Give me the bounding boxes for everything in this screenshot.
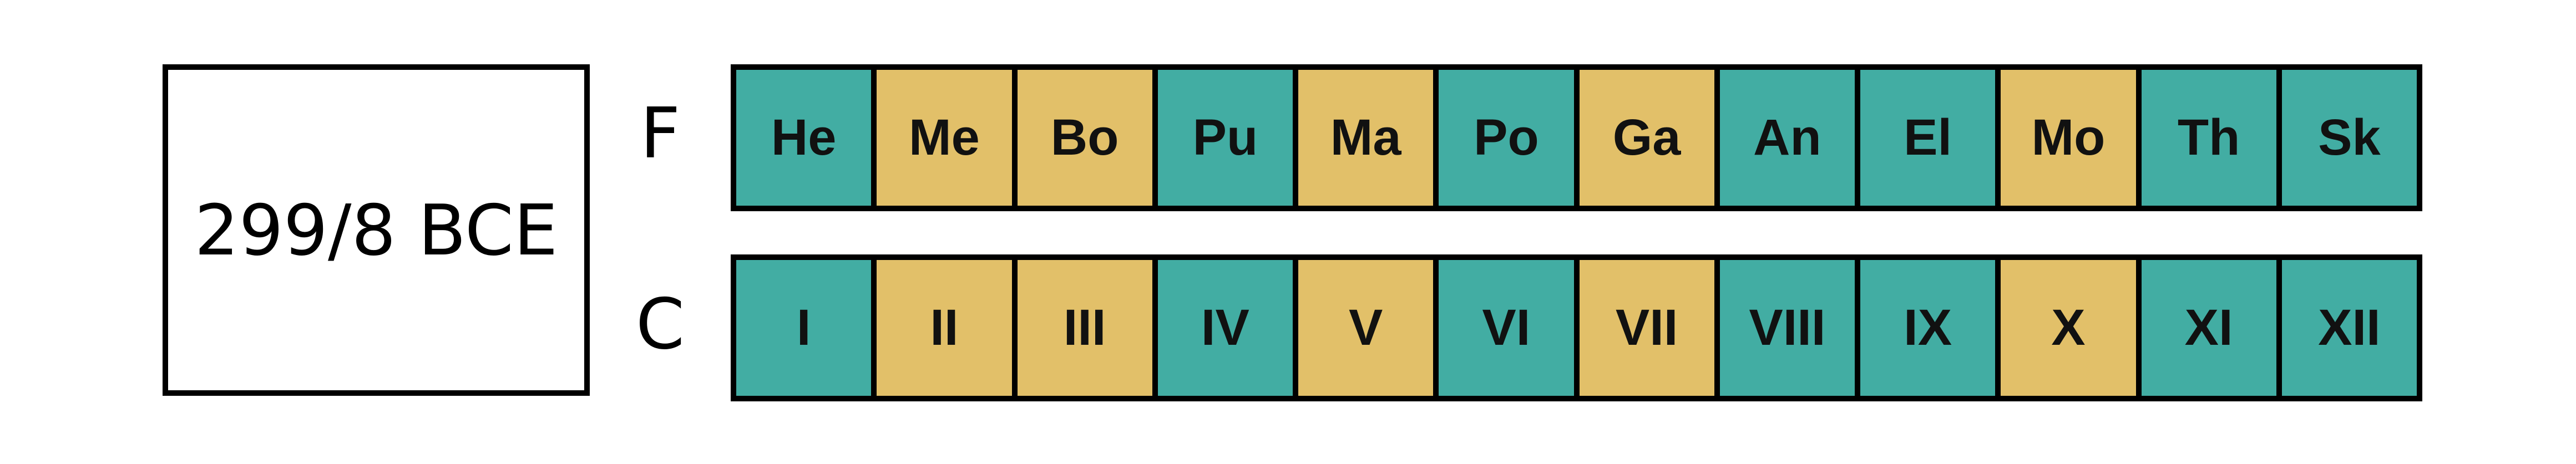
month-cell: I [736,254,877,401]
year-box: 299/8 BCE [163,64,590,396]
month-cell: VII [1579,254,1720,401]
month-cell: Pu [1157,64,1298,211]
month-cell: IX [1860,254,2001,401]
month-cell: An [1719,64,1860,211]
month-cell: XI [2141,254,2282,401]
month-cell: V [1298,254,1439,401]
month-cell: Ma [1298,64,1439,211]
year-label: 299/8 BCE [194,189,558,271]
row-label-c: C [636,283,685,365]
month-cell: Bo [1017,64,1158,211]
month-cell: X [2001,254,2142,401]
month-cell: VIII [1719,254,1860,401]
month-cell: Po [1439,64,1580,211]
month-cell: Mo [2001,64,2142,211]
month-cell: II [877,254,1018,401]
month-cell: Th [2141,64,2282,211]
month-cell: Me [877,64,1018,211]
month-cell: IV [1157,254,1298,401]
row-label-f: F [640,93,681,174]
month-cell: He [736,64,877,211]
month-cell: El [1860,64,2001,211]
month-cell: Ga [1579,64,1720,211]
month-row-f: He Me Bo Pu Ma Po Ga An El Mo Th Sk [731,64,2422,211]
month-cell: XII [2281,254,2422,401]
month-cell: VI [1439,254,1580,401]
month-cell: III [1017,254,1158,401]
month-row-c: I II III IV V VI VII VIII IX X XI XII [731,254,2422,401]
month-cell: Sk [2281,64,2422,211]
